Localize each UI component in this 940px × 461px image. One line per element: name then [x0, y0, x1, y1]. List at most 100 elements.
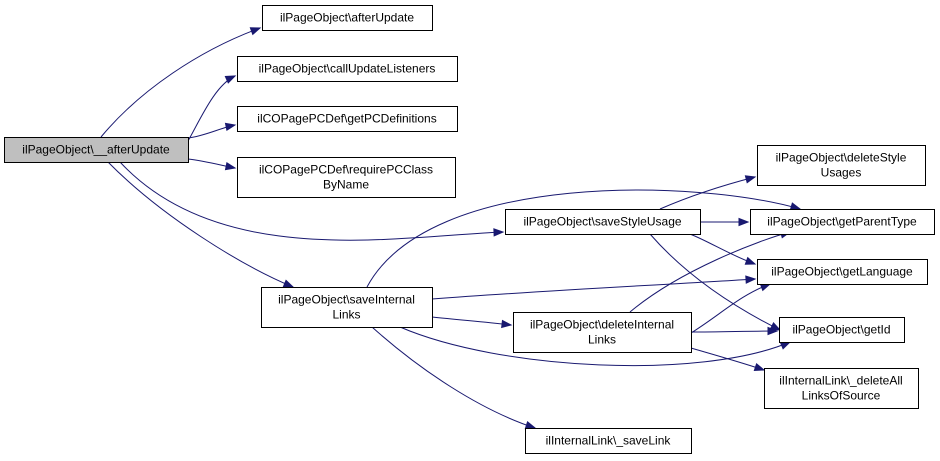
node-box[interactable]	[505, 209, 701, 235]
edge-root-to-save-internal-links	[107, 161, 295, 288]
arrowhead	[789, 202, 802, 211]
node-label: ilPageObject\saveStyleUsage	[523, 215, 681, 229]
node-after-update[interactable]: ilPageObject\afterUpdate	[262, 5, 433, 31]
edge-line	[690, 283, 771, 334]
arrowhead	[769, 321, 782, 331]
edge-root-to-after-update	[100, 27, 262, 138]
node-box[interactable]	[237, 56, 458, 82]
node-box[interactable]	[513, 312, 692, 353]
node-box[interactable]	[237, 157, 456, 198]
node-call-update-listeners[interactable]: ilPageObject\callUpdateListeners	[237, 56, 458, 82]
edge-line	[689, 233, 756, 265]
arrowhead	[753, 362, 766, 372]
arrowhead	[224, 122, 237, 132]
edge-line	[366, 189, 801, 288]
node-box[interactable]	[757, 145, 926, 186]
arrowhead	[224, 75, 237, 84]
node-label: ilPageObject\deleteInternal	[530, 318, 674, 332]
arrowhead	[767, 326, 779, 336]
edge-line	[659, 176, 756, 210]
edge-line	[399, 326, 791, 367]
node-box[interactable]	[261, 287, 433, 328]
node-box[interactable]	[237, 106, 458, 132]
arrowhead	[744, 256, 757, 265]
edge-save-style-usage-to-get-id	[649, 233, 782, 331]
node-label: ilPageObject\getId	[792, 323, 890, 337]
node-label: ilPageObject\__afterUpdate	[22, 143, 170, 157]
edge-line	[629, 231, 791, 313]
node-label: ilPageObject\callUpdateListeners	[259, 62, 436, 76]
edge-line	[690, 347, 765, 371]
edge-line	[649, 233, 781, 331]
edge-line	[690, 330, 778, 333]
node-box[interactable]	[764, 368, 919, 409]
node-label: LinksOfSource	[802, 389, 881, 403]
edge-line	[100, 27, 261, 138]
node-save-style-usage[interactable]: ilPageObject\saveStyleUsage	[505, 209, 701, 235]
node-box[interactable]	[262, 5, 433, 31]
node-label: ilPageObject\getLanguage	[771, 265, 913, 279]
edge-save-internal-links-to-get-language	[431, 275, 757, 300]
edge-root-to-require-pcclass-by-name	[187, 158, 237, 171]
edge-root-to-get-pcdefinitions	[187, 122, 237, 139]
arrowhead	[744, 175, 757, 184]
node-get-pcdefinitions[interactable]: ilCOPagePCDef\getPCDefinitions	[237, 106, 458, 132]
arrowhead	[224, 161, 237, 171]
node-label: ilInternalLink\_deleteAll	[779, 374, 902, 388]
edge-line	[119, 161, 504, 241]
node-get-parent-type[interactable]: ilPageObject\getParentType	[750, 209, 935, 235]
edge-delete-internal-links-to-get-language	[690, 283, 772, 334]
edge-root-to-save-style-usage	[119, 161, 505, 241]
edge-delete-internal-links-to-delete-all-links-of-source	[690, 347, 766, 372]
node-label: ilCOPagePCDef\getPCDefinitions	[257, 112, 436, 126]
node-label: ilPageObject\afterUpdate	[280, 11, 414, 25]
edges-layer	[100, 27, 802, 430]
node-label: Links	[588, 333, 616, 347]
edge-line	[431, 316, 512, 326]
edge-line	[107, 161, 294, 288]
nodes-layer: ilPageObject\__afterUpdate ilPageObject\a…	[4, 5, 935, 454]
node-label: ilPageObject\saveInternal	[278, 293, 415, 307]
arrowhead	[501, 319, 513, 329]
node-box[interactable]	[4, 137, 189, 163]
arrowhead	[745, 275, 757, 284]
node-box[interactable]	[779, 317, 905, 343]
edge-line	[187, 75, 236, 142]
edge-save-internal-links-to-delete-internal-links	[431, 316, 513, 329]
node-save-link[interactable]: ilInternalLink\_saveLink	[525, 428, 692, 454]
node-label: Usages	[821, 166, 862, 180]
arrowhead	[493, 228, 505, 237]
node-label: ilInternalLink\_saveLink	[546, 434, 672, 448]
node-label: Links	[332, 308, 360, 322]
node-label: ilCOPagePCDef\requirePCClass	[259, 163, 433, 177]
arrowhead	[282, 279, 295, 288]
edge-delete-internal-links-to-get-id	[690, 326, 779, 336]
edge-save-style-usage-to-delete-style-usages	[659, 175, 757, 210]
arrowhead	[249, 27, 262, 36]
node-label: ByName	[323, 178, 369, 192]
edge-save-style-usage-to-get-language	[689, 233, 757, 265]
node-label: ilPageObject\getParentType	[767, 215, 917, 229]
node-label: ilPageObject\deleteStyle	[776, 151, 907, 165]
edge-save-style-usage-to-get-parent-type	[700, 217, 750, 227]
edge-line	[431, 278, 756, 300]
arrowhead	[779, 341, 792, 350]
edge-root-to-call-update-listeners	[187, 75, 237, 142]
edge-save-internal-links-to-get-parent-type	[366, 189, 802, 288]
arrowhead	[738, 217, 750, 227]
edge-line	[371, 326, 536, 429]
node-get-language[interactable]: ilPageObject\getLanguage	[757, 259, 928, 285]
node-box[interactable]	[757, 259, 928, 285]
arrowhead	[524, 421, 537, 430]
node-get-id[interactable]: ilPageObject\getId	[779, 317, 905, 343]
node-root[interactable]: ilPageObject\__afterUpdate	[4, 137, 189, 163]
node-box[interactable]	[525, 428, 692, 454]
edge-save-internal-links-to-save-link	[371, 326, 537, 430]
node-box[interactable]	[750, 209, 935, 235]
